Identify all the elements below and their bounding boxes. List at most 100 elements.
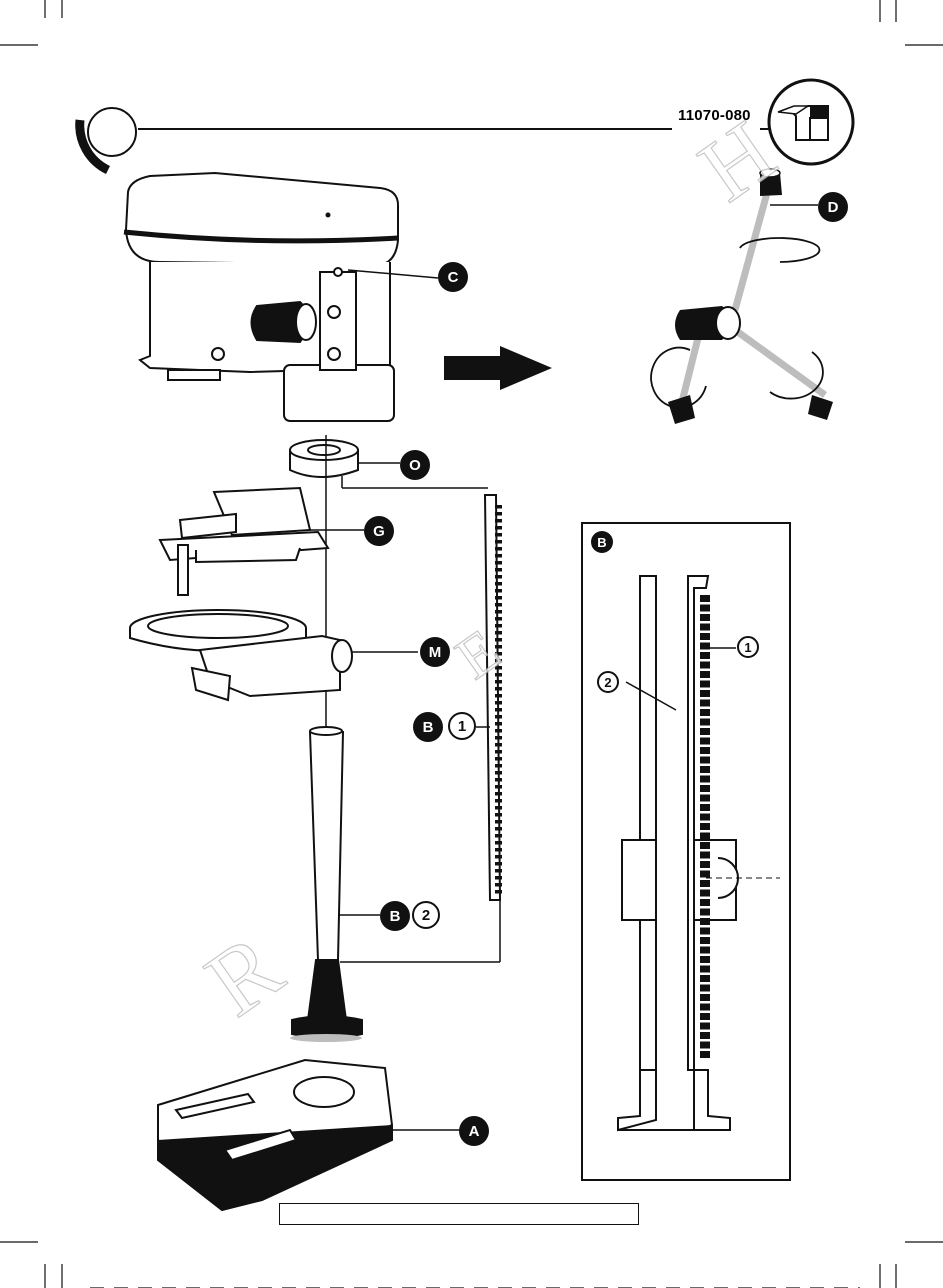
callout-d: D — [818, 192, 848, 222]
rack-tooth — [495, 708, 502, 712]
detail-rack-tooth — [701, 938, 709, 943]
vise-part — [160, 488, 364, 595]
arrow-right-icon — [444, 346, 552, 390]
detail-rack-tooth — [701, 796, 709, 801]
base-part — [158, 1060, 460, 1210]
rack-tooth — [495, 533, 502, 537]
collar-part — [290, 440, 400, 477]
detail-rack-tooth — [701, 948, 709, 953]
detail-rack-tooth — [701, 767, 709, 772]
detail-rack-tooth — [701, 691, 709, 696]
detail-rack-tooth — [701, 900, 709, 905]
rack-tooth — [495, 701, 502, 705]
detail-rack-tooth — [701, 682, 709, 687]
detail-rack-tooth — [701, 805, 709, 810]
detail-rack-tooth — [701, 596, 709, 601]
callout-g: G — [364, 516, 394, 546]
rack-tooth — [495, 771, 502, 775]
rack-tooth — [495, 519, 502, 523]
footer-box — [279, 1203, 639, 1225]
rack-tooth — [495, 575, 502, 579]
rack-tooth — [495, 568, 502, 572]
part-number-2: 2 — [412, 901, 440, 929]
rack-tooth — [495, 687, 502, 691]
rack-tooth — [495, 855, 502, 859]
detail-rack-tooth — [701, 786, 709, 791]
callout-a: A — [459, 1116, 489, 1146]
rack-tooth — [495, 547, 502, 551]
rack-tooth — [495, 589, 502, 593]
detail-number-1: 1 — [737, 636, 759, 658]
detail-rack-tooth — [701, 929, 709, 934]
rack-tooth — [495, 869, 502, 873]
detail-rack-tooth — [701, 1024, 709, 1029]
detail-rack-tooth — [701, 615, 709, 620]
rack-tooth — [495, 890, 502, 894]
rack-tooth — [495, 610, 502, 614]
drill-head — [124, 173, 398, 421]
part-number-1: 1 — [448, 712, 476, 740]
rack-tooth — [495, 764, 502, 768]
detail-rack-tooth — [701, 891, 709, 896]
detail-rack-tooth — [701, 910, 709, 915]
box-icon — [769, 80, 853, 164]
rack-tooth — [495, 799, 502, 803]
header-rule — [80, 108, 770, 170]
detail-rack-tooth — [701, 710, 709, 715]
detail-rack-tooth — [701, 976, 709, 981]
rack-tooth — [495, 736, 502, 740]
rack-tooth — [495, 631, 502, 635]
detail-rack-tooth — [701, 834, 709, 839]
callout-m: M — [420, 637, 450, 667]
rack-tooth — [495, 624, 502, 628]
detail-rack-tooth — [701, 729, 709, 734]
rack-tooth — [495, 834, 502, 838]
callout-b-column: B — [380, 901, 410, 931]
rack-tooth — [495, 841, 502, 845]
detail-rack-tooth — [701, 748, 709, 753]
rack-tooth — [495, 827, 502, 831]
rack-tooth — [495, 806, 502, 810]
callout-b-rack: B — [413, 712, 443, 742]
detail-rack-tooth — [701, 881, 709, 886]
rack-tooth — [495, 526, 502, 530]
rack-tooth — [495, 729, 502, 733]
detail-rack-tooth — [701, 1052, 709, 1057]
rack-tooth — [495, 862, 502, 866]
detail-rack-tooth — [701, 995, 709, 1000]
rack-tooth — [495, 820, 502, 824]
rack-tooth — [495, 743, 502, 747]
rack-tooth — [495, 694, 502, 698]
rack-tooth — [495, 512, 502, 516]
rack-tooth — [495, 582, 502, 586]
detail-rack-tooth — [701, 777, 709, 782]
detail-rack-tooth — [701, 853, 709, 858]
rack-tooth — [495, 722, 502, 726]
detail-rack-tooth — [701, 672, 709, 677]
detail-rack-tooth — [701, 872, 709, 877]
rack-tooth — [495, 883, 502, 887]
column-part — [290, 727, 500, 1042]
detail-rack-tooth — [701, 957, 709, 962]
detail-b-panel — [582, 523, 790, 1180]
detail-rack-tooth — [701, 739, 709, 744]
rack-tooth — [495, 638, 502, 642]
detail-rack-tooth — [701, 815, 709, 820]
rack-tooth — [495, 778, 502, 782]
rack-tooth — [495, 757, 502, 761]
rack-tooth — [495, 750, 502, 754]
detail-rack-tooth — [701, 653, 709, 658]
callout-c: C — [438, 262, 468, 292]
detail-rack-tooth — [701, 824, 709, 829]
detail-rack-tooth — [701, 986, 709, 991]
detail-rack-tooth — [701, 720, 709, 725]
rack-tooth — [495, 540, 502, 544]
rack-tooth — [495, 561, 502, 565]
rack-tooth — [495, 505, 502, 509]
rack-tooth — [495, 848, 502, 852]
detail-number-2: 2 — [597, 671, 619, 693]
rack-tooth — [495, 603, 502, 607]
rack-tooth — [495, 554, 502, 558]
detail-rack-tooth — [701, 1043, 709, 1048]
